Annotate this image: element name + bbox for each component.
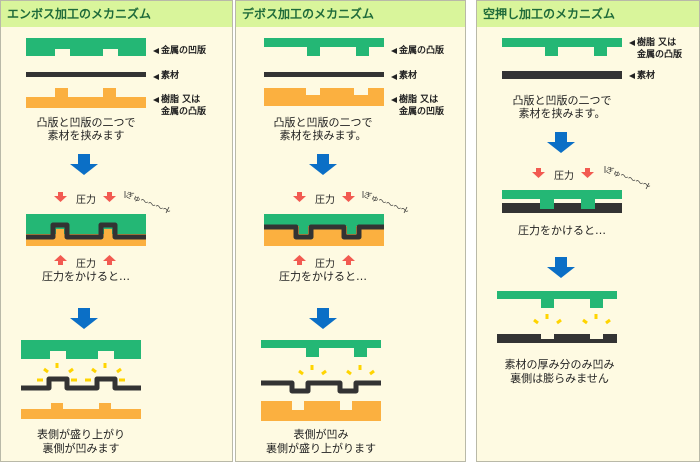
step2-caption: 圧力をかけると… (42, 270, 130, 283)
pressed-top-die (502, 190, 622, 209)
label-bottom-die-2: 金属の凹版 (399, 107, 445, 117)
label-material: 素材 (399, 71, 418, 81)
pressure-arrow-down-icon (581, 168, 594, 178)
flow-arrow-down-icon (70, 308, 98, 329)
flow-arrow-down-icon (547, 257, 575, 278)
pointer-icon (391, 48, 397, 54)
deboss-diagram (261, 38, 408, 421)
pressure-arrow-down-icon (54, 192, 67, 202)
label-material: 素材 (637, 71, 656, 81)
pressure-arrow-up-icon (54, 255, 67, 265)
result-caption-1: 表側が凹み (293, 428, 349, 441)
pressure-arrow-down-icon (342, 192, 355, 202)
result-bottom-die (261, 401, 381, 421)
emboss-diagram (21, 38, 170, 419)
label-material: 素材 (161, 71, 180, 81)
result-top-die (261, 340, 381, 357)
step2-caption: 圧力をかけると… (279, 270, 367, 283)
step1-caption-2: 素材を挟みます。 (518, 107, 606, 120)
result-material (261, 380, 381, 394)
pressure-label: 圧力 (76, 195, 96, 206)
pointer-icon (629, 73, 635, 79)
pointer-icon (153, 48, 159, 54)
pointer-icon (391, 97, 397, 103)
label-bottom-die-1: 樹脂 又は (399, 95, 439, 105)
metal-intaglio-die (26, 38, 146, 56)
flow-arrow-down-icon (309, 308, 337, 329)
resin-intaglio-die (264, 88, 384, 106)
squeeze-mark (645, 182, 650, 190)
spark-icon (37, 363, 125, 382)
flow-arrow-down-icon (547, 132, 575, 153)
result-caption-1: 素材の厚み分のみ凹み (504, 358, 615, 371)
result-caption-2: 裏側が盛り上がります (266, 442, 376, 455)
label-top-die: 金属の凹版 (161, 46, 207, 56)
pressed-material (26, 222, 146, 240)
result-material (21, 376, 141, 391)
pressure-arrow-down-icon (103, 192, 116, 202)
material-sheet (26, 72, 146, 77)
panel-deboss: デボス加工のメカニズム 金属の凸版 素材 樹脂 又は 金属の凹版 凸版と凹版の二… (235, 0, 466, 462)
resin-relief-die (502, 38, 622, 56)
resin-relief-die (26, 88, 146, 108)
pressed-material (264, 224, 384, 240)
pressed-top-die (264, 214, 384, 226)
pressure-label: 圧力 (554, 171, 574, 182)
result-top-die (21, 340, 141, 359)
material-sheet (502, 71, 622, 79)
squeeze-mark (403, 206, 408, 214)
step1-caption-1: 凸版と凹版の二つで (273, 116, 373, 129)
step1-caption-2: 素材を挟みます (47, 129, 125, 142)
pressure-label: 圧力 (315, 259, 335, 270)
pointer-icon (153, 97, 159, 103)
label-bottom-die-2: 金属の凸版 (161, 107, 207, 117)
step1-caption-1: 凸版と凹版の二つで (36, 116, 136, 129)
pressure-arrow-up-icon (293, 255, 306, 265)
panel-title: 空押し加工のメカニズム (477, 1, 699, 27)
pointer-icon (391, 74, 397, 80)
label-top-die-1: 樹脂 又は (637, 38, 677, 48)
label-top-die: 金属の凸版 (399, 46, 445, 56)
squeeze-mark (165, 206, 170, 214)
result-caption-1: 表側が盛り上がり (37, 428, 125, 441)
label-top-die-2: 金属の凸版 (637, 50, 683, 60)
step1-caption-1: 凸版と凹版の二つで (512, 94, 612, 107)
result-caption-2: 裏側は膨らみません (510, 372, 609, 385)
pressure-arrow-down-icon (532, 168, 545, 178)
pointer-icon (153, 74, 159, 80)
flow-arrow-down-icon (309, 154, 337, 175)
panel-emboss: エンボス加工のメカニズム 金 (0, 0, 233, 462)
material-sheet (264, 72, 384, 77)
result-material (497, 334, 617, 343)
pressure-label: 圧力 (315, 195, 335, 206)
panel-blind-emboss: 空押し加工のメカニズム 樹脂 又は 金属の凸版 素材 凸版と凹版の二つで 素材を… (476, 0, 700, 462)
panel-title: デボス加工のメカニズム (236, 1, 465, 27)
flow-arrow-down-icon (70, 154, 98, 175)
pressure-arrow-up-icon (342, 255, 355, 265)
step1-caption-2: 素材を挟みます。 (279, 129, 367, 142)
result-top-die (497, 291, 617, 308)
label-bottom-die-1: 樹脂 又は (161, 95, 201, 105)
result-caption-2: 裏側が凹みます (42, 442, 120, 455)
pressed-top-die (26, 214, 146, 234)
panel-title: エンボス加工のメカニズム (1, 1, 232, 27)
step2-caption: 圧力をかけると… (518, 224, 606, 237)
spark-icon (533, 314, 611, 325)
pressure-label: 圧力 (76, 259, 96, 270)
blind-emboss-diagram (497, 38, 650, 343)
metal-relief-die (264, 38, 384, 56)
pressed-material (502, 203, 622, 213)
result-bottom-die (21, 403, 141, 419)
pointer-icon (629, 40, 635, 46)
spark-icon (298, 365, 375, 376)
pressure-arrow-down-icon (293, 192, 306, 202)
pressure-arrow-up-icon (103, 255, 116, 265)
